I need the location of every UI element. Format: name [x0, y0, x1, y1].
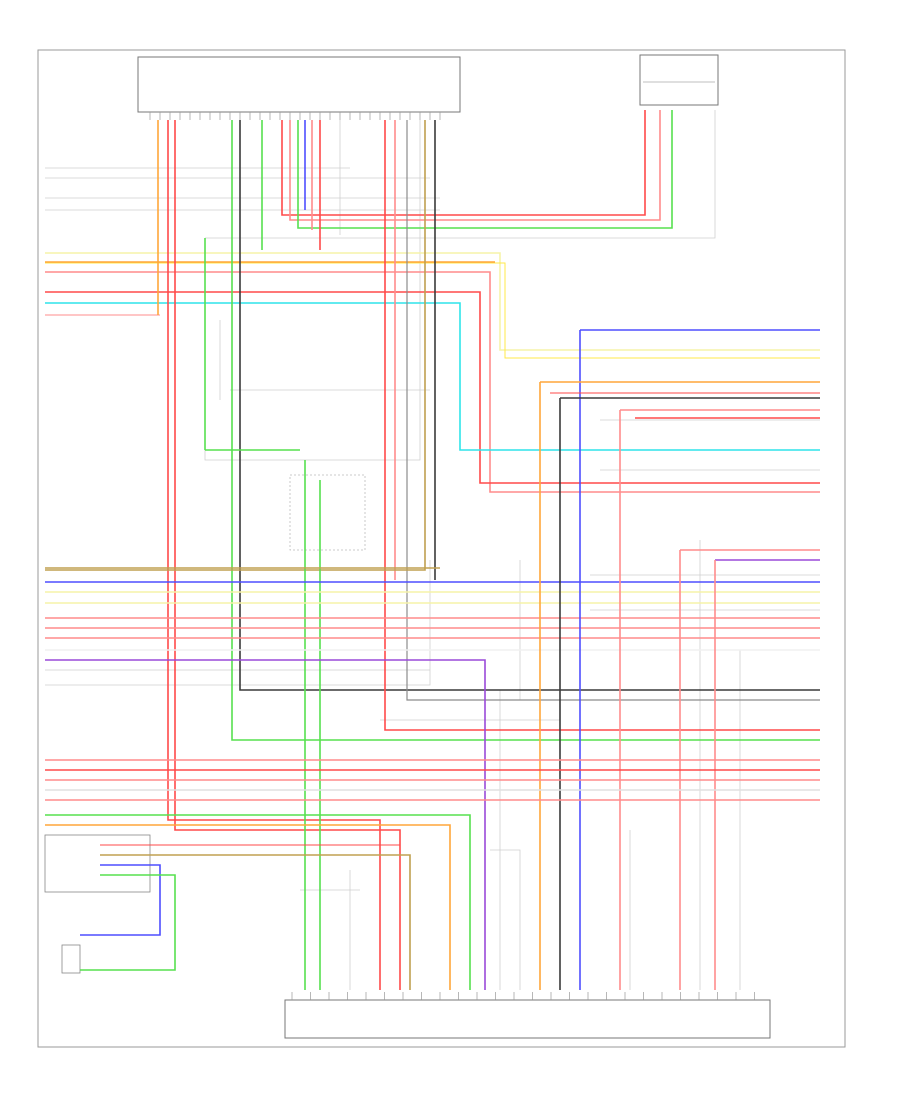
wire-red-long	[167, 120, 381, 990]
wire-green-long	[231, 120, 820, 741]
wire-yellow-thin	[45, 262, 820, 359]
bottom-connector	[284, 999, 771, 1039]
ecu-connector-body	[137, 56, 461, 113]
gray-wire	[45, 560, 431, 686]
diagram-frame	[37, 49, 846, 1048]
wire-tan-lower	[100, 854, 411, 990]
wire-group	[45, 110, 820, 990]
wire-black-long	[239, 120, 820, 691]
gray-wire	[240, 689, 501, 990]
wire-green-box	[80, 874, 176, 971]
wire-green-relay	[297, 110, 673, 229]
wire-red	[45, 291, 820, 484]
middle-module	[289, 474, 366, 551]
ecu-connector	[137, 56, 461, 113]
connector-pin-stubs	[149, 112, 755, 1000]
wire-orange-lower	[45, 824, 451, 990]
wire-pink	[45, 271, 820, 493]
bottom-left-box-body	[44, 834, 151, 893]
gray-wire	[490, 849, 521, 990]
wire-red-bottom	[384, 120, 820, 731]
gray-wire	[205, 110, 716, 239]
wire-gray-mid	[406, 120, 820, 701]
wire-pink-relay	[289, 110, 661, 221]
wire-green-lower	[45, 814, 471, 990]
relay-box-body	[639, 54, 719, 106]
wire-cyan	[45, 302, 820, 451]
bottom-left-sensor	[61, 944, 81, 974]
bottom-connector-body	[284, 999, 771, 1039]
wire-blue-box	[80, 864, 161, 936]
middle-module-body	[289, 474, 366, 551]
relay-box	[639, 54, 719, 106]
wire-red-long-2	[174, 120, 401, 990]
wire-violet	[45, 659, 486, 990]
wire-light-yellow	[45, 252, 820, 351]
wire-tan-horizontal	[45, 120, 426, 571]
wire-red-relay	[281, 110, 646, 216]
